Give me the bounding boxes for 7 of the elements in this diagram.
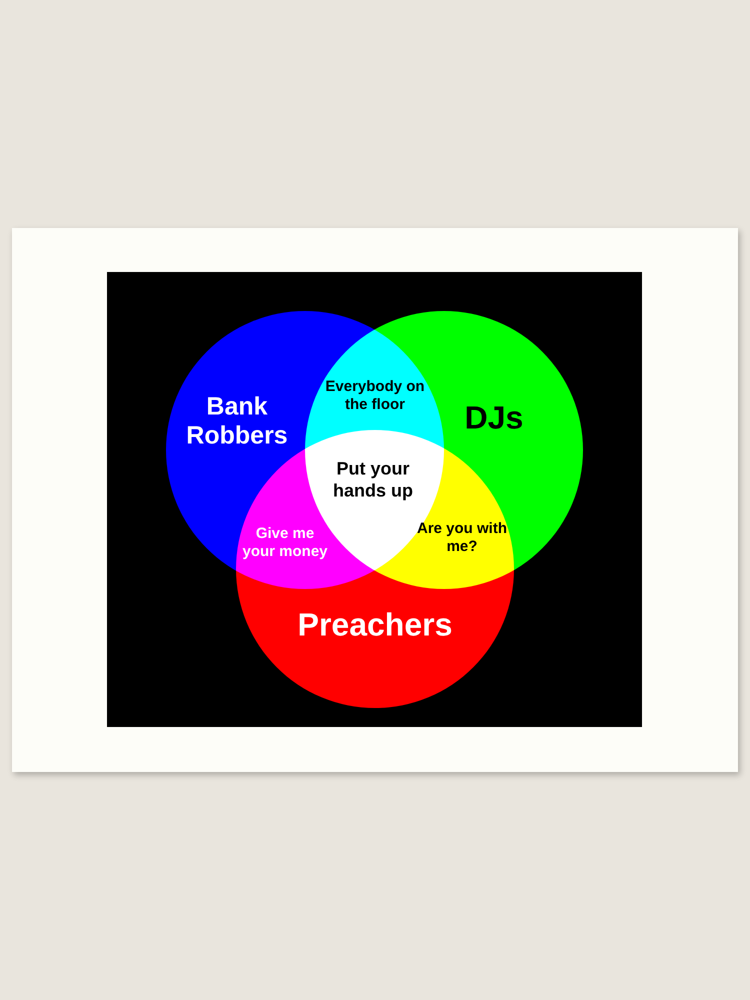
overlap-label: Give me your money: [241, 525, 329, 561]
set-label: DJs: [464, 400, 524, 436]
overlap-label: Put your hands up: [332, 458, 414, 502]
set-label: Bank Robbers: [185, 392, 289, 450]
overlap-label: Are you with me?: [417, 520, 507, 556]
set-label: Preachers: [296, 606, 454, 644]
overlap-label: Everybody on the floor: [324, 378, 426, 414]
